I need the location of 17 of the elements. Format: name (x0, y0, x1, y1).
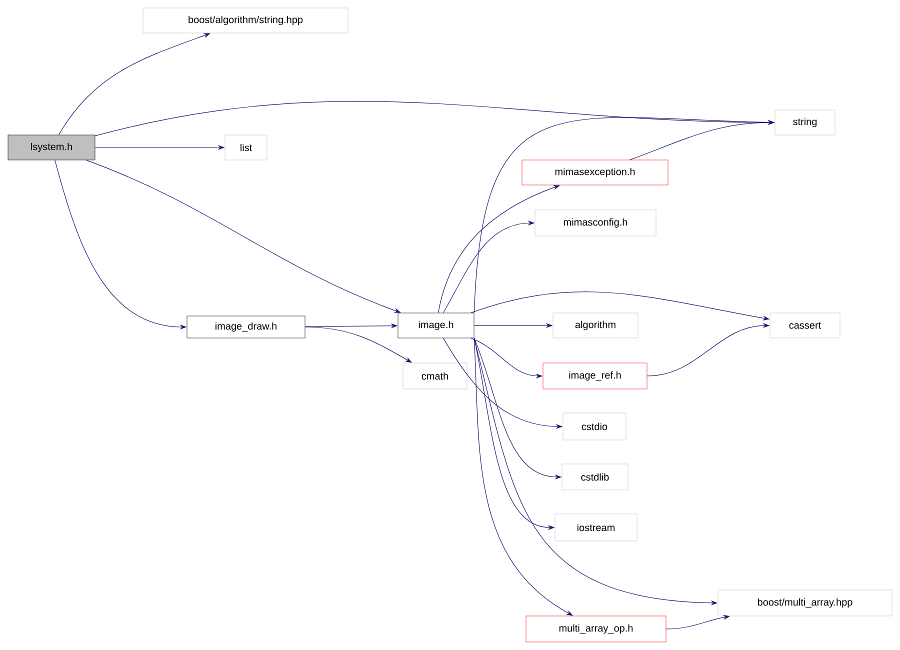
file-box: mimasexception.h (522, 160, 668, 186)
file-box: algorithm (552, 312, 638, 338)
file-box: mimasconfig.h (534, 210, 656, 236)
file-box: list (224, 134, 268, 160)
file-box: boost/multi_array.hpp (718, 590, 892, 616)
file-box: lsystem.h (8, 134, 96, 160)
file-box: iostream (554, 514, 638, 542)
file-box: string (774, 110, 836, 136)
file-box: cstdlib (562, 464, 628, 490)
file-box: image_ref.h (542, 362, 648, 390)
file-box: cmath (402, 362, 468, 390)
file-box: boost/algorithm/string.hpp (142, 8, 348, 34)
file-box: image_draw.h (186, 316, 306, 338)
file-box: cstdio (562, 412, 626, 440)
file-box: cassert (770, 312, 840, 338)
file-box: multi_array_op.h (526, 616, 666, 642)
file-box: image.h (398, 312, 474, 338)
